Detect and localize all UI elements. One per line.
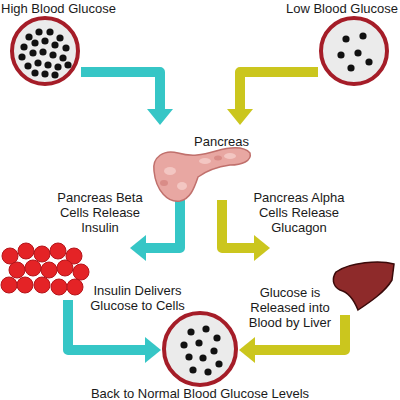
pancreas-organ-shape-part bbox=[199, 158, 211, 164]
blood-glucose-circle-shape-part bbox=[46, 28, 53, 35]
blood-glucose-circle-shape-part bbox=[34, 59, 41, 66]
pancreas-organ-shape-part bbox=[164, 167, 176, 175]
blood-glucose-circle-shape-part bbox=[180, 341, 187, 348]
pancreas-organ: Pancreas bbox=[150, 125, 255, 200]
flow-arrow bbox=[227, 72, 318, 125]
blood-glucose-circle-shape-part bbox=[215, 360, 222, 367]
blood-glucose-circle-shape-part bbox=[41, 70, 48, 77]
blood-glucose-circle-shape-part bbox=[31, 39, 38, 46]
arrow-shaft bbox=[222, 200, 258, 248]
blood-glucose-circle: High Blood Glucose bbox=[9, 15, 81, 87]
blood-glucose-circle-shape-part bbox=[62, 44, 69, 51]
blood-glucose-circle-shape-part bbox=[185, 353, 192, 360]
blood-cells-shape-part bbox=[67, 279, 83, 295]
arrow-head bbox=[239, 337, 255, 363]
blood-glucose-circle-shape-part bbox=[199, 354, 206, 361]
node-label: Pancreas bbox=[194, 134, 274, 149]
blood-glucose-circle-shape-part bbox=[35, 28, 42, 35]
blood-glucose-circle-shape-part bbox=[39, 48, 46, 55]
blood-glucose-circle: Low Blood Glucose bbox=[318, 15, 390, 87]
blood-cells-shape-part bbox=[2, 248, 18, 264]
blood-glucose-circle-shape-part bbox=[18, 53, 25, 60]
blood-glucose-circle-shape-part bbox=[354, 49, 361, 56]
node-label: Glucose is Released into Blood by Liver bbox=[235, 285, 345, 330]
blood-glucose-circle-shape-part bbox=[20, 43, 27, 50]
blood-cells-shape-part bbox=[18, 243, 34, 259]
liver-organ: Glucose is Released into Blood by Liver bbox=[270, 240, 398, 315]
blood-glucose-circle-shape-part bbox=[342, 35, 349, 42]
pancreas-organ-shape-part bbox=[224, 153, 236, 159]
blood-glucose-circle-shape-part bbox=[189, 366, 196, 373]
blood-glucose-circle-shape-part bbox=[56, 34, 63, 41]
arrow-shaft bbox=[240, 72, 318, 113]
blood-cells-shape-part bbox=[34, 246, 50, 262]
blood-glucose-circle-shape bbox=[161, 310, 239, 388]
arrow-head bbox=[227, 109, 253, 125]
node-label: Low Blood Glucose bbox=[278, 1, 398, 16]
pancreas-organ-shape-part bbox=[177, 182, 187, 190]
blood-glucose-circle-shape-part bbox=[347, 64, 354, 71]
pancreas-organ-shape-part bbox=[154, 148, 250, 201]
blood-cells-shape-part bbox=[73, 264, 89, 280]
blood-cells-shape-part bbox=[34, 277, 50, 293]
blood-cells-shape-part bbox=[17, 277, 33, 293]
blood-glucose-circle-shape-part bbox=[202, 325, 209, 332]
blood-glucose-circle-shape-part bbox=[164, 313, 236, 385]
blood-glucose-circle-shape-part bbox=[213, 334, 220, 341]
arrow-shaft bbox=[142, 200, 180, 248]
blood-glucose-circle-shape-part bbox=[59, 54, 66, 61]
blood-cells-shape-part bbox=[50, 243, 66, 259]
blood-glucose-circle-shape-part bbox=[25, 33, 32, 40]
blood-glucose-circle-shape-part bbox=[204, 368, 211, 375]
edge-label: Pancreas Alpha Cells Release Glucagon bbox=[246, 190, 352, 235]
blood-glucose-circle-shape-part bbox=[29, 49, 36, 56]
blood-glucose-circle-shape-part bbox=[337, 51, 344, 58]
node-label: High Blood Glucose bbox=[1, 1, 161, 16]
arrow-shaft bbox=[81, 72, 160, 113]
blood-glucose-circle-shape-part bbox=[44, 61, 51, 68]
blood-glucose-circle-shape bbox=[9, 15, 81, 87]
blood-glucose-circle-shape-part bbox=[51, 41, 58, 48]
arrow-head bbox=[147, 109, 173, 125]
edge-label: Pancreas Beta Cells Release Insulin bbox=[48, 190, 152, 235]
blood-glucose-circle-shape-part bbox=[31, 69, 38, 76]
pancreas-organ-shape-part bbox=[160, 180, 168, 186]
blood-glucose-circle-shape-part bbox=[321, 18, 387, 84]
blood-glucose-circle-shape-part bbox=[187, 328, 194, 335]
blood-cells-shape-part bbox=[41, 262, 57, 278]
blood-cells: Insulin Delivers Glucose to Cells bbox=[0, 240, 130, 300]
liver-organ-shape-part bbox=[333, 262, 394, 310]
pancreas-organ-shape-part bbox=[214, 156, 222, 161]
node-label: Back to Normal Blood Glucose Levels bbox=[80, 386, 320, 400]
blood-glucose-circle-shape-part bbox=[41, 37, 48, 44]
blood-cells-shape-part bbox=[9, 262, 25, 278]
blood-glucose-circle-shape-part bbox=[365, 58, 372, 65]
blood-cells-shape-part bbox=[1, 277, 17, 293]
blood-glucose-circle-shape-part bbox=[359, 32, 366, 39]
arrow-head bbox=[254, 235, 270, 261]
arrow-head bbox=[130, 235, 146, 261]
blood-glucose-circle-shape bbox=[318, 15, 390, 87]
blood-glucose-circle-shape-part bbox=[195, 339, 202, 346]
blood-cells-shape-part bbox=[51, 279, 67, 295]
blood-glucose-circle-shape-part bbox=[24, 62, 31, 69]
blood-cells-shape-part bbox=[25, 260, 41, 276]
arrow-head bbox=[145, 337, 161, 363]
blood-glucose-circle: Back to Normal Blood Glucose Levels bbox=[161, 310, 239, 388]
blood-glucose-circle-shape-part bbox=[12, 18, 78, 84]
blood-glucose-circle-shape-part bbox=[210, 347, 217, 354]
flow-arrow bbox=[81, 72, 173, 125]
pancreas-organ-shape-part bbox=[154, 148, 250, 201]
blood-cells-shape-part bbox=[57, 260, 73, 276]
blood-glucose-circle-shape-part bbox=[51, 71, 58, 78]
blood-glucose-circle-shape-part bbox=[54, 63, 61, 70]
node-label: Insulin Delivers Glucose to Cells bbox=[75, 283, 200, 313]
blood-glucose-circle-shape-part bbox=[64, 61, 71, 68]
blood-glucose-circle-shape-part bbox=[49, 51, 56, 58]
